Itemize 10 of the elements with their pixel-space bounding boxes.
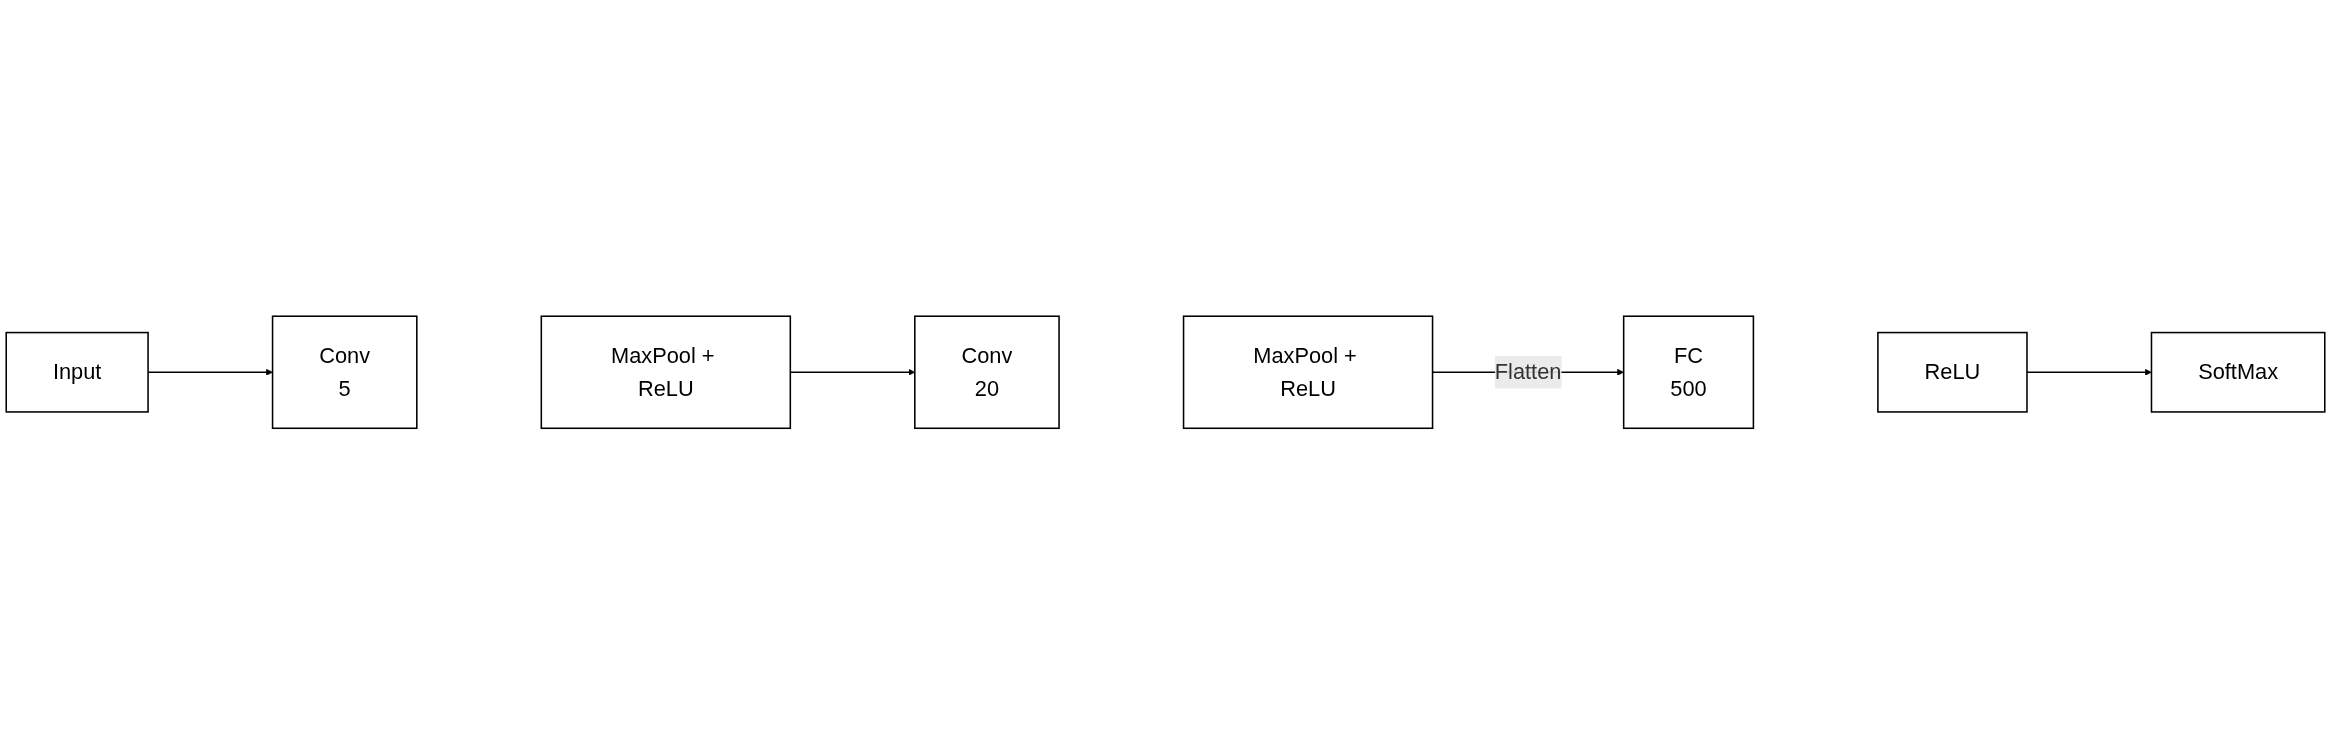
- node-box: MaxPool + ReLU: [1182, 315, 1434, 429]
- node-box: FC 500: [1622, 315, 1755, 429]
- arrow: [2026, 368, 2152, 376]
- node-box: Input: [5, 331, 149, 413]
- node-box: Conv 5: [271, 315, 418, 429]
- node-box: Conv 20: [914, 315, 1060, 429]
- node-box: MaxPool + ReLU: [540, 315, 792, 429]
- edge-label: Flatten: [1494, 359, 1562, 384]
- node-box: ReLU: [1877, 331, 2028, 413]
- node-box: SoftMax: [2150, 331, 2326, 413]
